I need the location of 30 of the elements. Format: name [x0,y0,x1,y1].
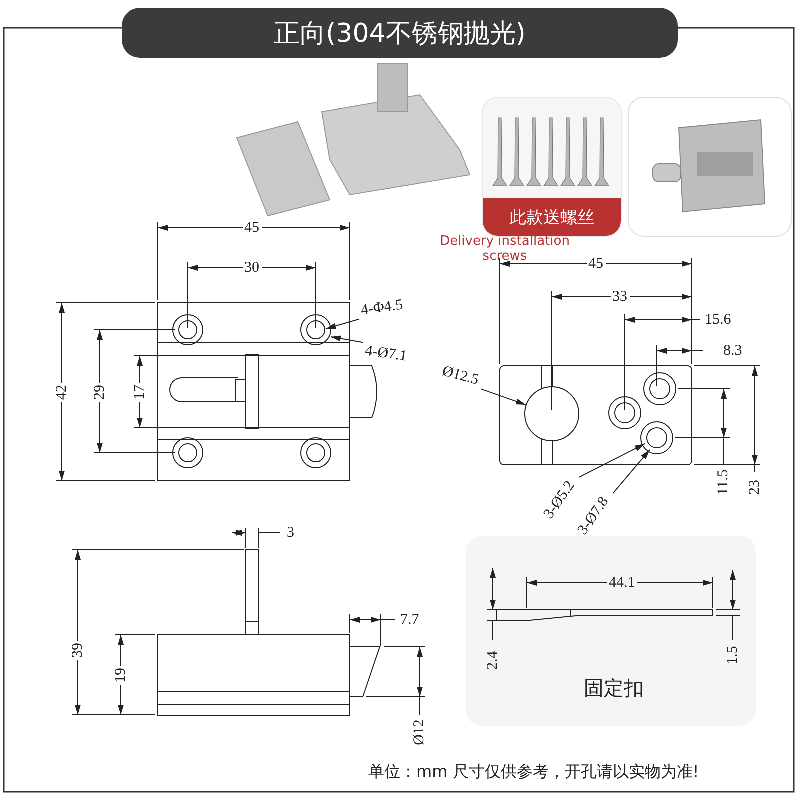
dimension-text: 39 [70,640,86,660]
dimension-text: 45 [586,256,606,272]
callout-text: 4-Ø7.1 [364,344,408,364]
leader-line [578,444,646,478]
dimension-text: 30 [242,260,262,276]
leader-line [330,336,364,344]
dimension-text: 45 [242,220,262,236]
screws-card [482,97,622,237]
leader-line [480,388,526,406]
dimension-text: 15.6 [703,312,734,328]
leader-line [612,450,650,494]
leader-line [326,318,360,330]
dimension-text: 44.1 [607,576,638,590]
drawing-panel [466,536,756,726]
dimension-text: 2.4 [485,648,500,672]
title-banner: 正向(304不锈钢抛光) [122,8,678,58]
callout-text: 4-Φ4.5 [360,298,404,318]
dimension-text: 1.5 [725,644,740,666]
note-text: Delivery installation screws [439,235,571,265]
caption-band: 此款送螺丝 [483,198,621,236]
dimension-text: 33 [610,290,630,304]
dimension-text: 7.7 [398,612,422,628]
dimension-text: 8.3 [722,344,744,358]
dimension-text: 29 [92,382,108,402]
dimension-text: 19 [114,666,128,684]
dimension-text: 3 [285,526,296,540]
part-caption: 固定扣 [584,678,644,698]
footer-note: 单位：mm 尺寸仅供参考，开孔请以实物为准! [368,764,700,780]
dimension-text: 23 [748,478,762,496]
callout-text: Ø12.5 [440,364,480,388]
